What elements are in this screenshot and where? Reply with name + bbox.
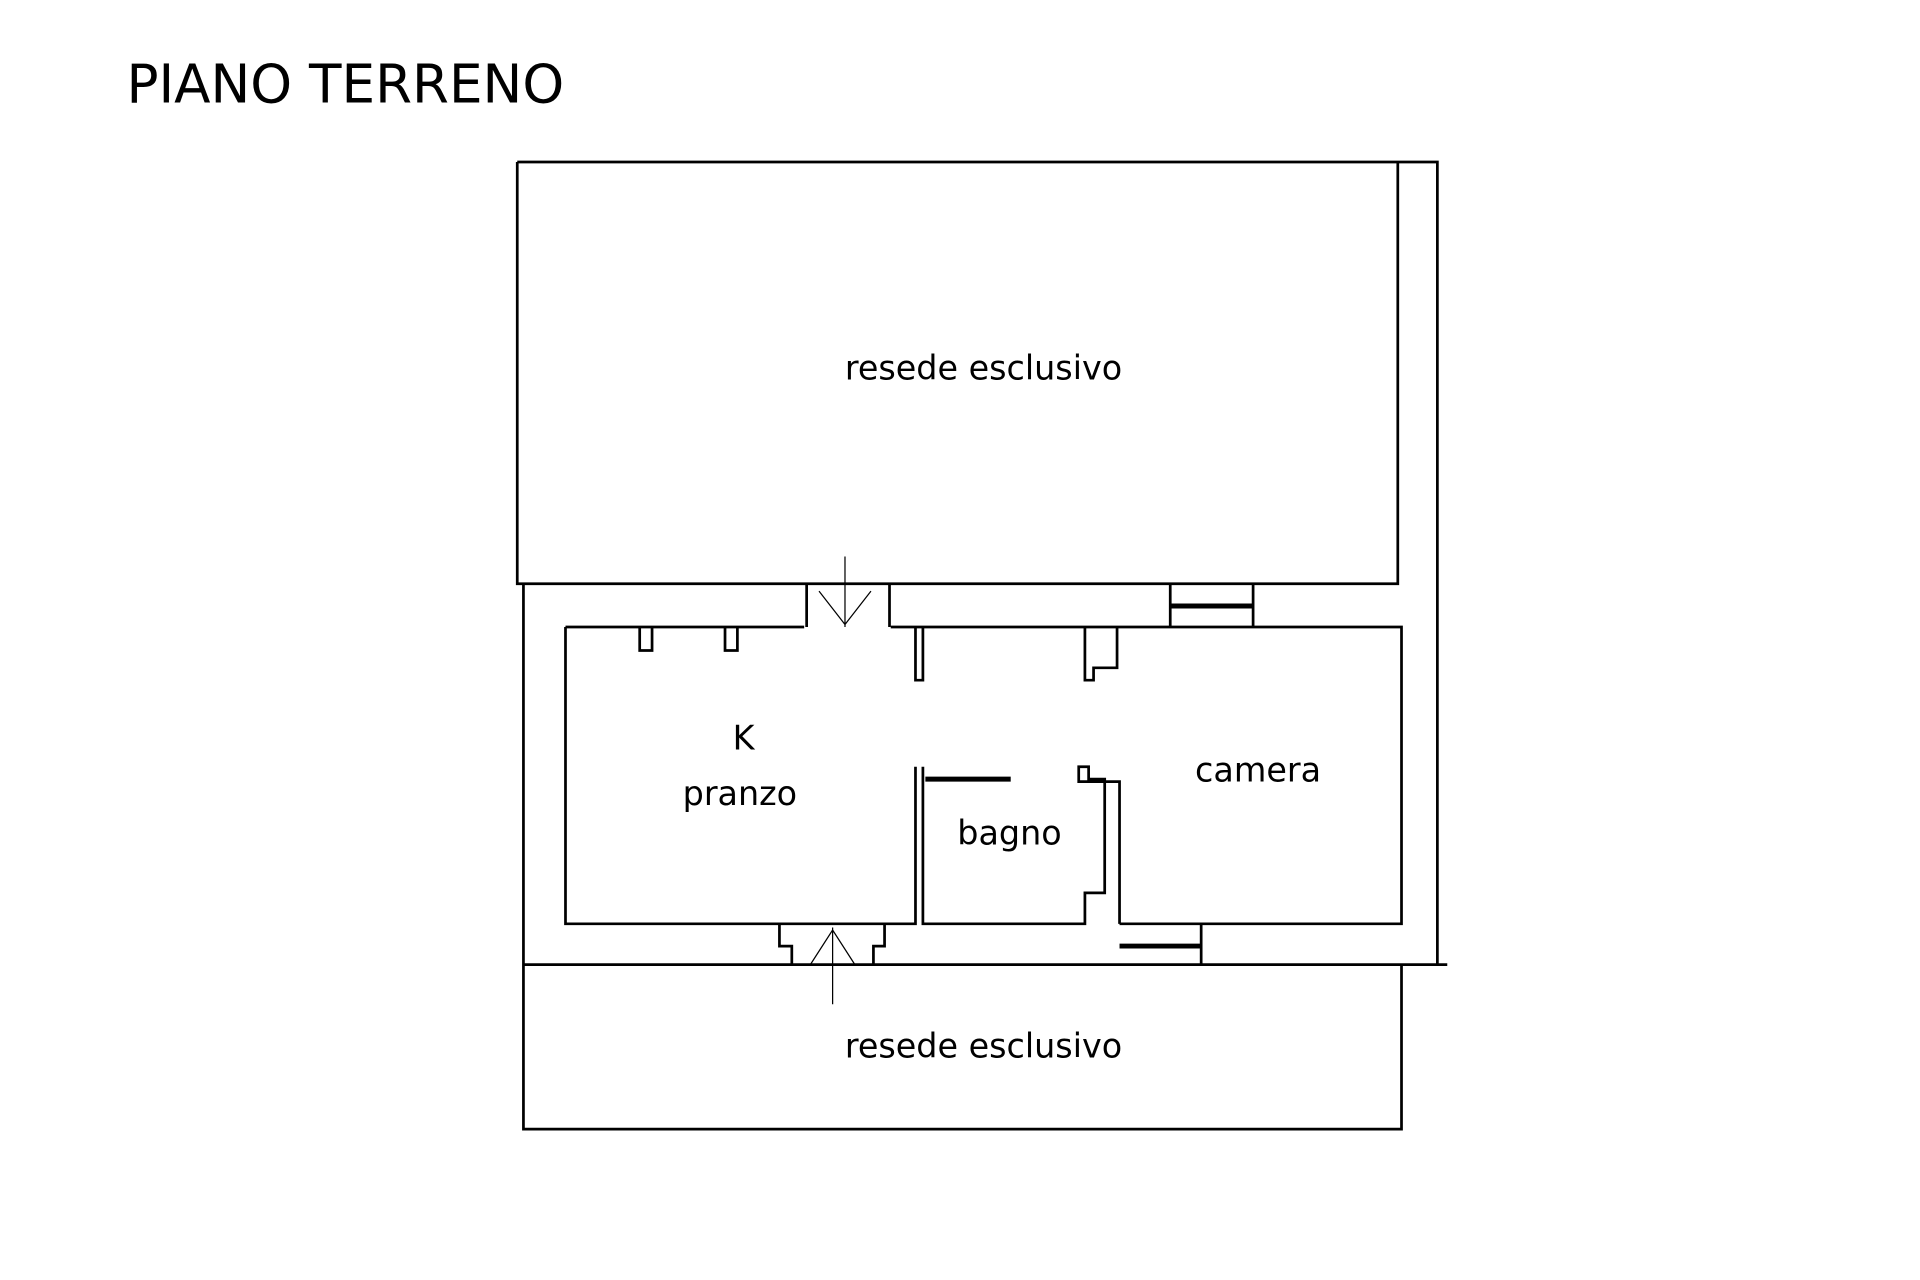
label-pranzo: pranzo [683,774,797,813]
label-resede-top: resede esclusivo [845,349,1122,388]
label-camera: camera [1195,751,1321,790]
plan-title: PIANO TERRENO [126,54,564,116]
label-resede-bottom: resede esclusivo [845,1026,1122,1065]
walls [515,160,1448,1131]
label-bagno: bagno [957,814,1061,853]
label-kitchen: K [733,718,756,757]
